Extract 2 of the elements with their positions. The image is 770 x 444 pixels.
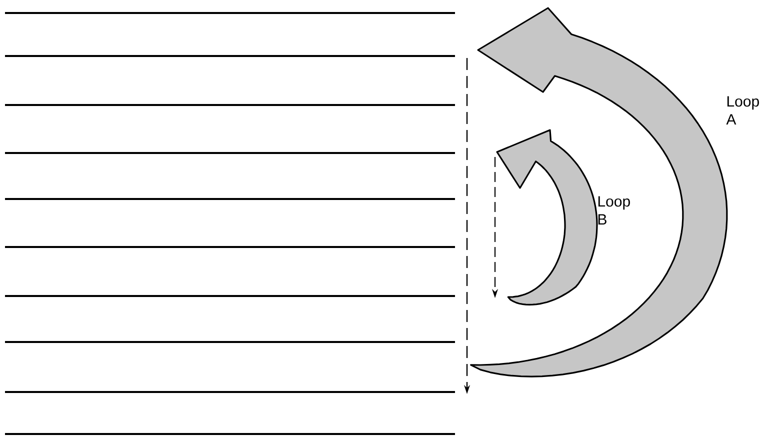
loop-label: Loop A [726, 96, 759, 125]
loop-label: Loop B [598, 196, 630, 225]
